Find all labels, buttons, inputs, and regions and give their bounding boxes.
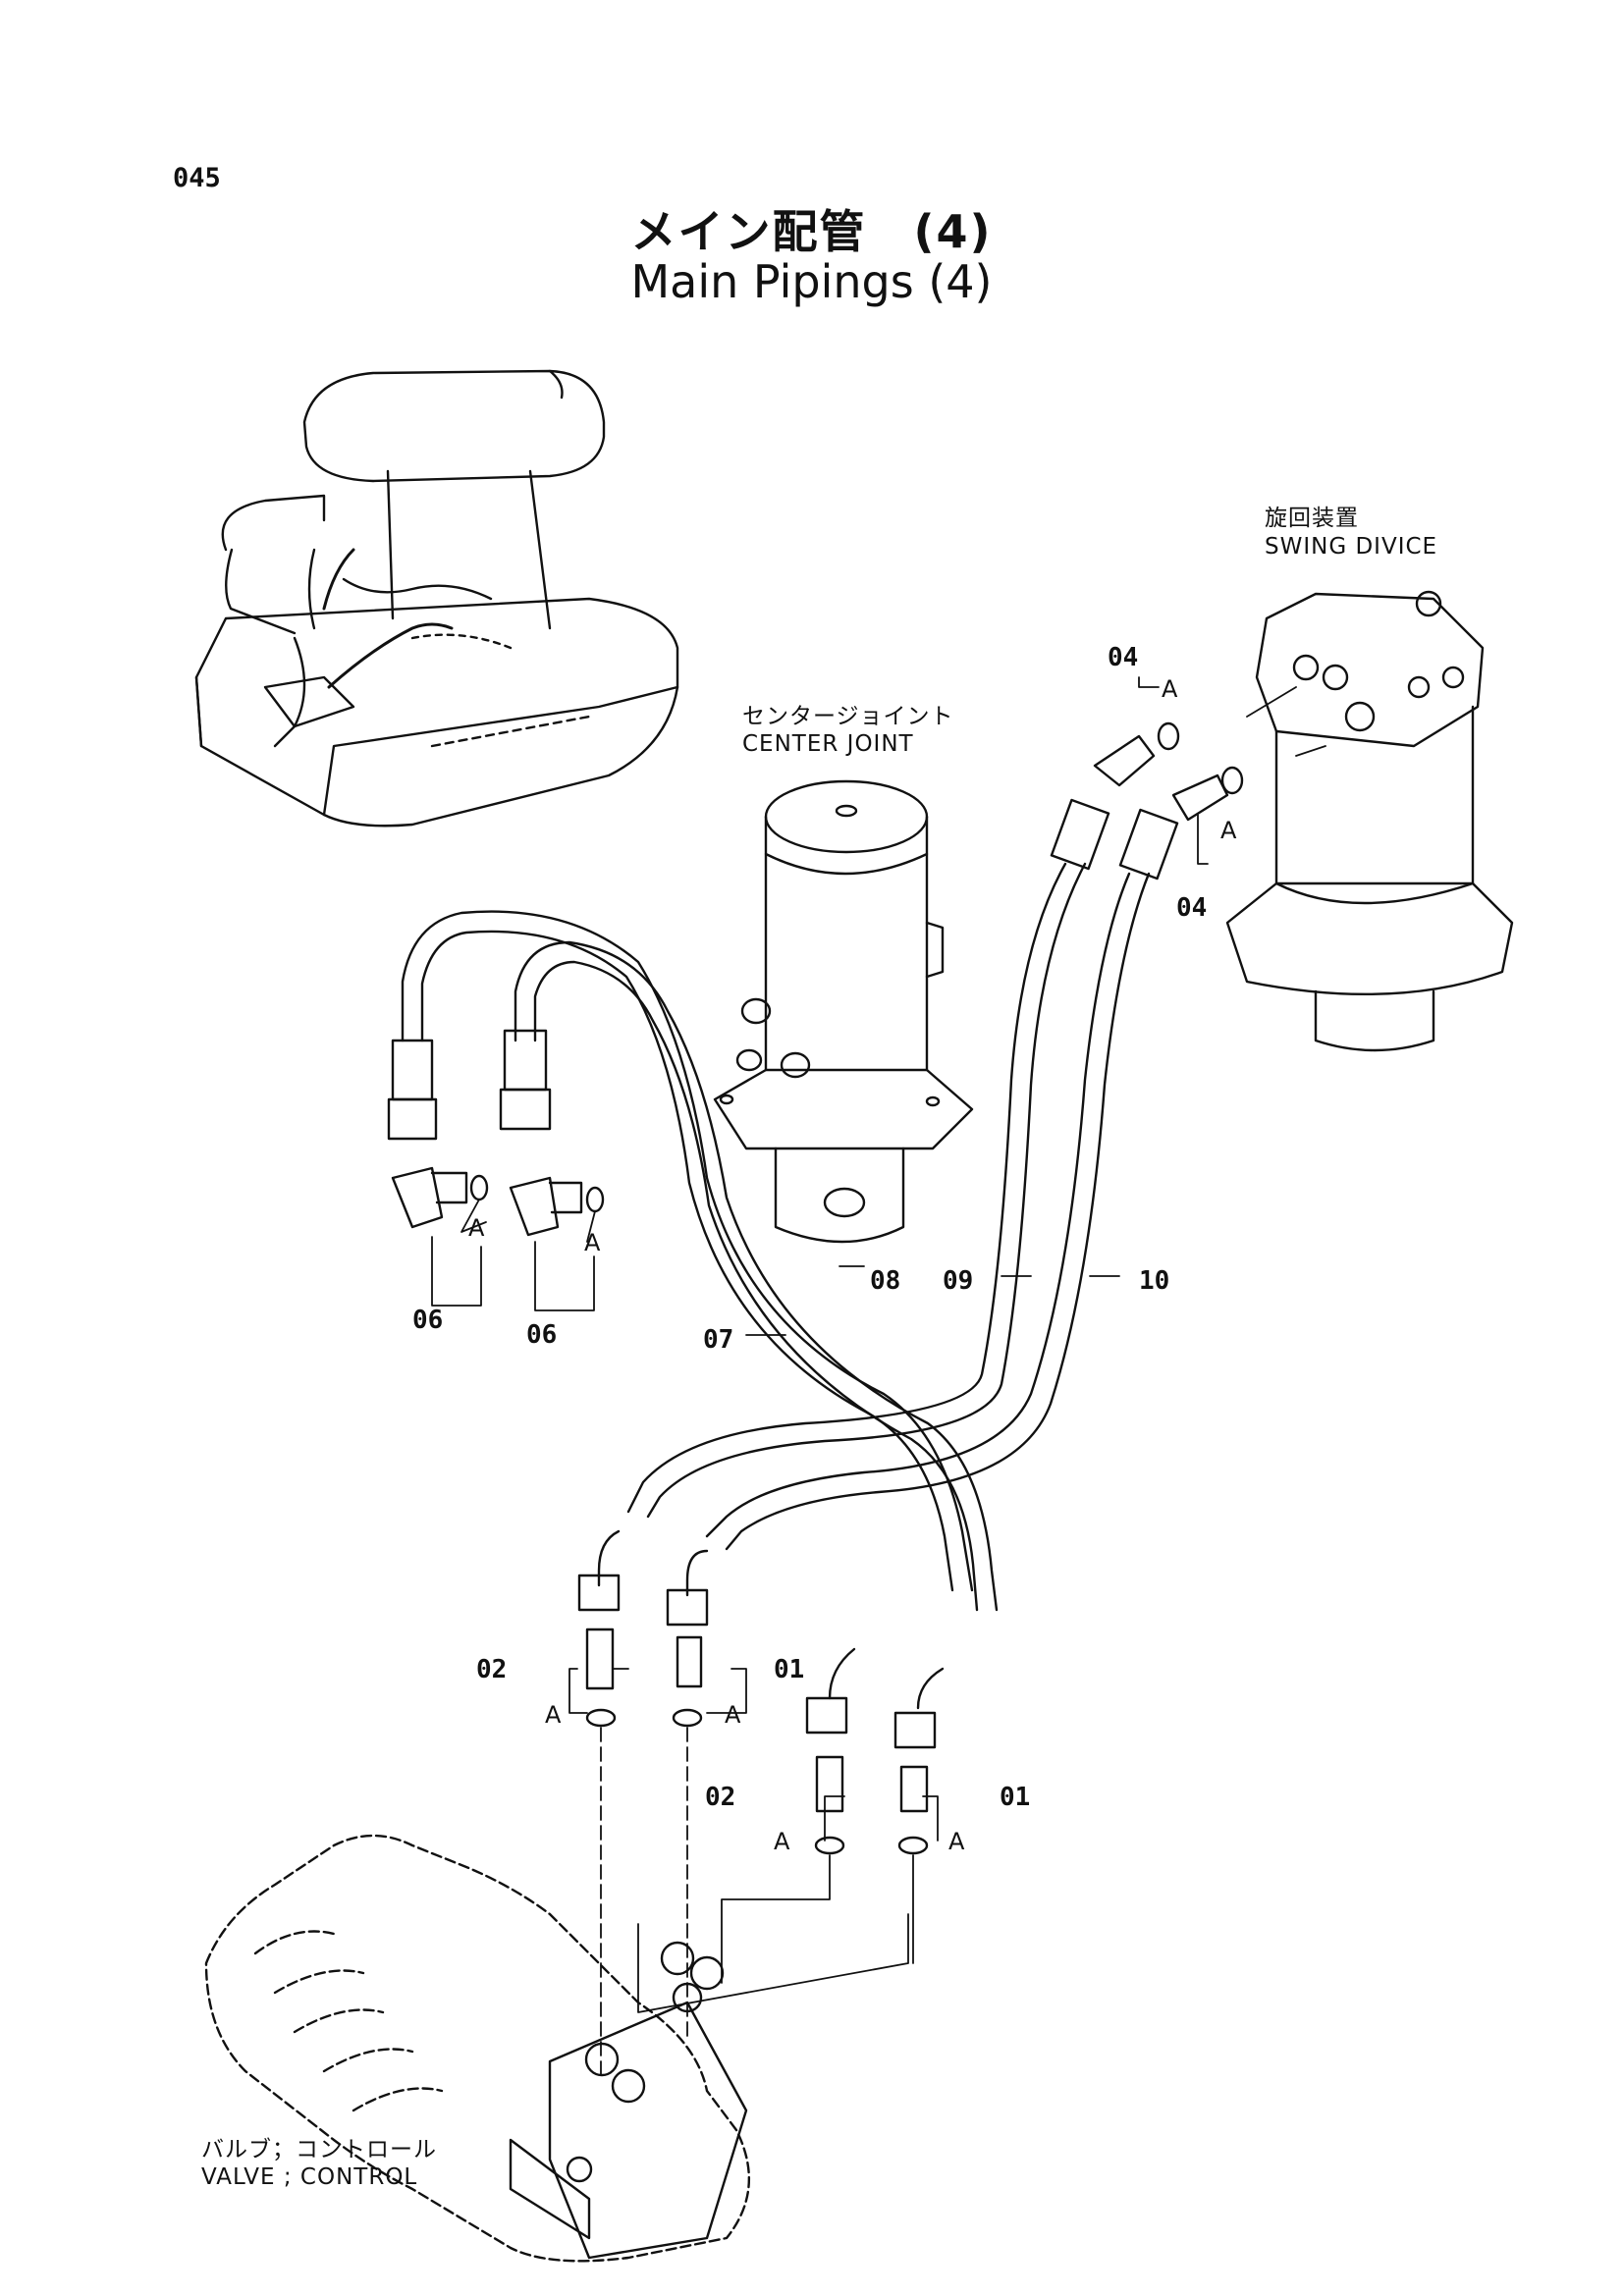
callout-01-left: 01 [774,1655,805,1684]
control-valve-label-jp: バルブ；コントロール [201,2137,437,2163]
callout-09: 09 [943,1266,974,1296]
seal-a-02-right: A [774,1828,790,1855]
swing-device-label-jp: 旋回装置 [1265,506,1359,531]
hose-09-10 [626,862,1151,1551]
seal-a-01-left: A [725,1701,741,1729]
hose-fittings-06 [387,1029,605,1237]
lower-fittings-01-02 [577,1529,945,1855]
callout-08: 08 [870,1266,901,1296]
seal-a-04-bottom: A [1220,817,1237,844]
callout-04-top: 04 [1108,643,1139,672]
swing-device-illustration [1225,590,1514,1052]
center-joint-label-en: CENTER JOINT [742,731,914,757]
callout-06-left: 06 [412,1306,444,1335]
callout-02-right: 02 [705,1783,736,1812]
callout-10: 10 [1139,1266,1170,1296]
callout-04-bottom: 04 [1176,893,1208,923]
hose-fittings-04 [1050,721,1244,881]
hose-07-08 [401,910,999,1612]
callout-01-right: 01 [1000,1783,1031,1812]
center-joint-label-jp: センタージョイント [742,704,954,729]
page-number: 045 [173,163,221,193]
swing-device-label-en: SWING DIVICE [1265,534,1438,560]
control-valve-illustration [204,1834,751,2263]
center-joint-illustration [713,779,974,1244]
callout-07: 07 [703,1325,734,1355]
leader-lines [431,676,1326,2082]
seal-a-01-right: A [948,1828,965,1855]
seal-a-06-left: A [468,1214,485,1242]
seal-a-04-top: A [1162,675,1178,703]
seal-a-02-left: A [545,1701,562,1729]
control-valve-label-en: VALVE ; CONTROL [201,2164,418,2190]
page-title-english: Main Pipings (4) [630,255,993,308]
callout-06-right: 06 [526,1320,558,1350]
machine-overview-illustration [194,369,679,828]
page-title-japanese: メイン配管 (4) [630,205,993,258]
callout-02-left: 02 [476,1655,508,1684]
seal-a-06-right: A [584,1229,601,1256]
